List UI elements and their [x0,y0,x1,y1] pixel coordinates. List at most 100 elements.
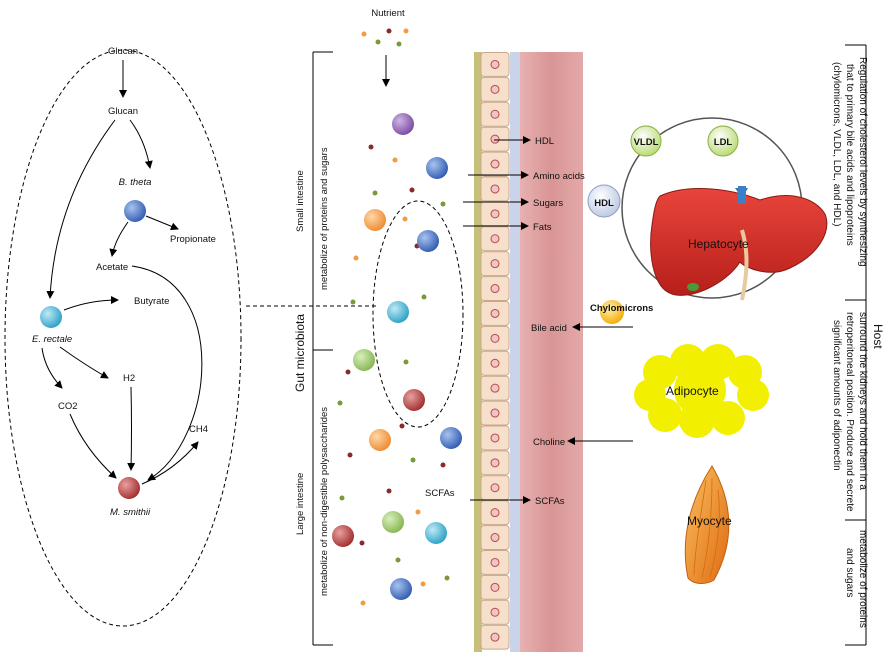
large-intestine-role: metabolize of non-digestible polysacchar… [319,407,330,596]
cell-nucleus [490,607,500,617]
m-smithii-microbe [118,477,140,499]
epithelial-cells [480,52,510,650]
hepatocyte-label: Hepatocyte [688,237,749,251]
particle [399,423,405,429]
microbe [382,511,404,533]
butyrate-label: Butyrate [134,296,169,307]
chylomicron-particle [600,300,624,324]
particle [359,540,365,546]
arrow-co2 [41,347,63,389]
arrow-propionate [145,215,179,231]
host-label: Host [871,324,885,349]
microbe [364,209,386,231]
cell-nucleus [490,159,500,169]
microbe [390,578,412,600]
hdl-particle [587,184,621,218]
bile-acid-label: Bile acid [531,323,567,334]
vldl-particle [630,125,662,157]
particle [353,255,359,261]
adipocyte-blob [711,401,745,435]
glucan-label: Glucan [108,106,138,117]
ldl-label: LDL [714,137,733,148]
cell-nucleus [490,284,500,294]
particle [420,581,426,587]
cell-nucleus [490,134,500,144]
arrow-glucan-erectale [46,119,116,299]
adipocyte-description-line2: retroperitoneal position. Produce and se… [844,312,855,512]
particle [421,294,427,300]
microbe [417,230,439,252]
cell-nucleus [490,109,500,119]
ldl-particle [707,125,739,157]
large-intestine-label: Large intestine [295,473,306,535]
cell-nucleus [490,59,500,69]
liver-description-line1: Regulation of cholesterol levels by synt… [857,57,868,267]
microbe [387,301,409,323]
liver-shape [650,187,828,296]
particle [368,144,374,150]
microbe [426,157,448,179]
microbe [369,429,391,451]
particle [440,201,446,207]
m-smithii-label: M. smithii [110,507,151,518]
gut-microbiota-label: Gut microbiota [293,314,307,392]
particle [375,39,381,45]
e-rectale-microbe [40,306,62,328]
absorbed-sugars-label: Sugars [533,198,563,209]
cell-nucleus [490,259,500,269]
myocyte-muscle [684,465,730,584]
intestinal-wall [474,52,583,652]
adipocyte-cluster [634,344,769,438]
h2-label: H2 [123,373,135,384]
vldl-label: VLDL [634,137,659,148]
myocyte-shape [684,465,730,584]
choline-label: Choline [533,437,565,448]
particle [361,31,367,37]
absorbed-fats-label: Fats [533,222,552,233]
particle [347,452,353,458]
particle [444,575,450,581]
gut-section: Nutrient Small intestine metabolize of p… [293,8,464,646]
absorbed-hdl-label: HDL [535,136,554,147]
chylomicrons-label: Chylomicrons [590,303,653,314]
small-intestine-role: metabolize of proteins and sugars [319,147,330,290]
microbe [440,427,462,449]
adipocyte-description-line3: significant amounts of adiponectin [831,320,842,471]
particle [339,495,345,501]
arrow-h2 [59,346,109,379]
scfas-left-label: SCFAs [425,488,455,499]
arrow-acetate-methane [131,265,203,481]
microbe-cells [332,113,462,600]
microbe [425,522,447,544]
propionate-label: Propionate [170,234,216,245]
myocyte-label: Myocyte [687,514,732,528]
cell-nucleus [490,557,500,567]
arrow-butyrate [63,296,119,311]
cell-nucleus [490,308,500,318]
particle [360,600,366,606]
cell-nucleus [490,458,500,468]
particle [403,28,409,34]
muscle-fibers [693,477,720,579]
microbe [403,389,425,411]
cell-nucleus [490,84,500,94]
ch4-label: CH4 [189,424,208,435]
cell-nucleus [490,333,500,343]
adipocyte-description-line1: surround the kidneys and hold them in a [857,312,868,490]
cell-nucleus [490,408,500,418]
cell-nucleus [490,582,500,592]
microbe [353,349,375,371]
cell-nucleus [490,184,500,194]
basement-membrane [510,52,520,652]
particle [415,509,421,515]
pathway-panel: Glucan Glucan B. theta Propionate Acetat… [4,46,378,627]
acetate-label: Acetate [96,262,128,273]
brush-border [474,52,482,652]
particle [337,400,343,406]
hepatic-vein [738,186,746,204]
particle [372,190,378,196]
b-theta-label: B. theta [119,177,152,188]
particle [403,359,409,365]
adipocyte-blob [737,379,769,411]
myocyte-description-line2: and sugars [844,548,855,597]
